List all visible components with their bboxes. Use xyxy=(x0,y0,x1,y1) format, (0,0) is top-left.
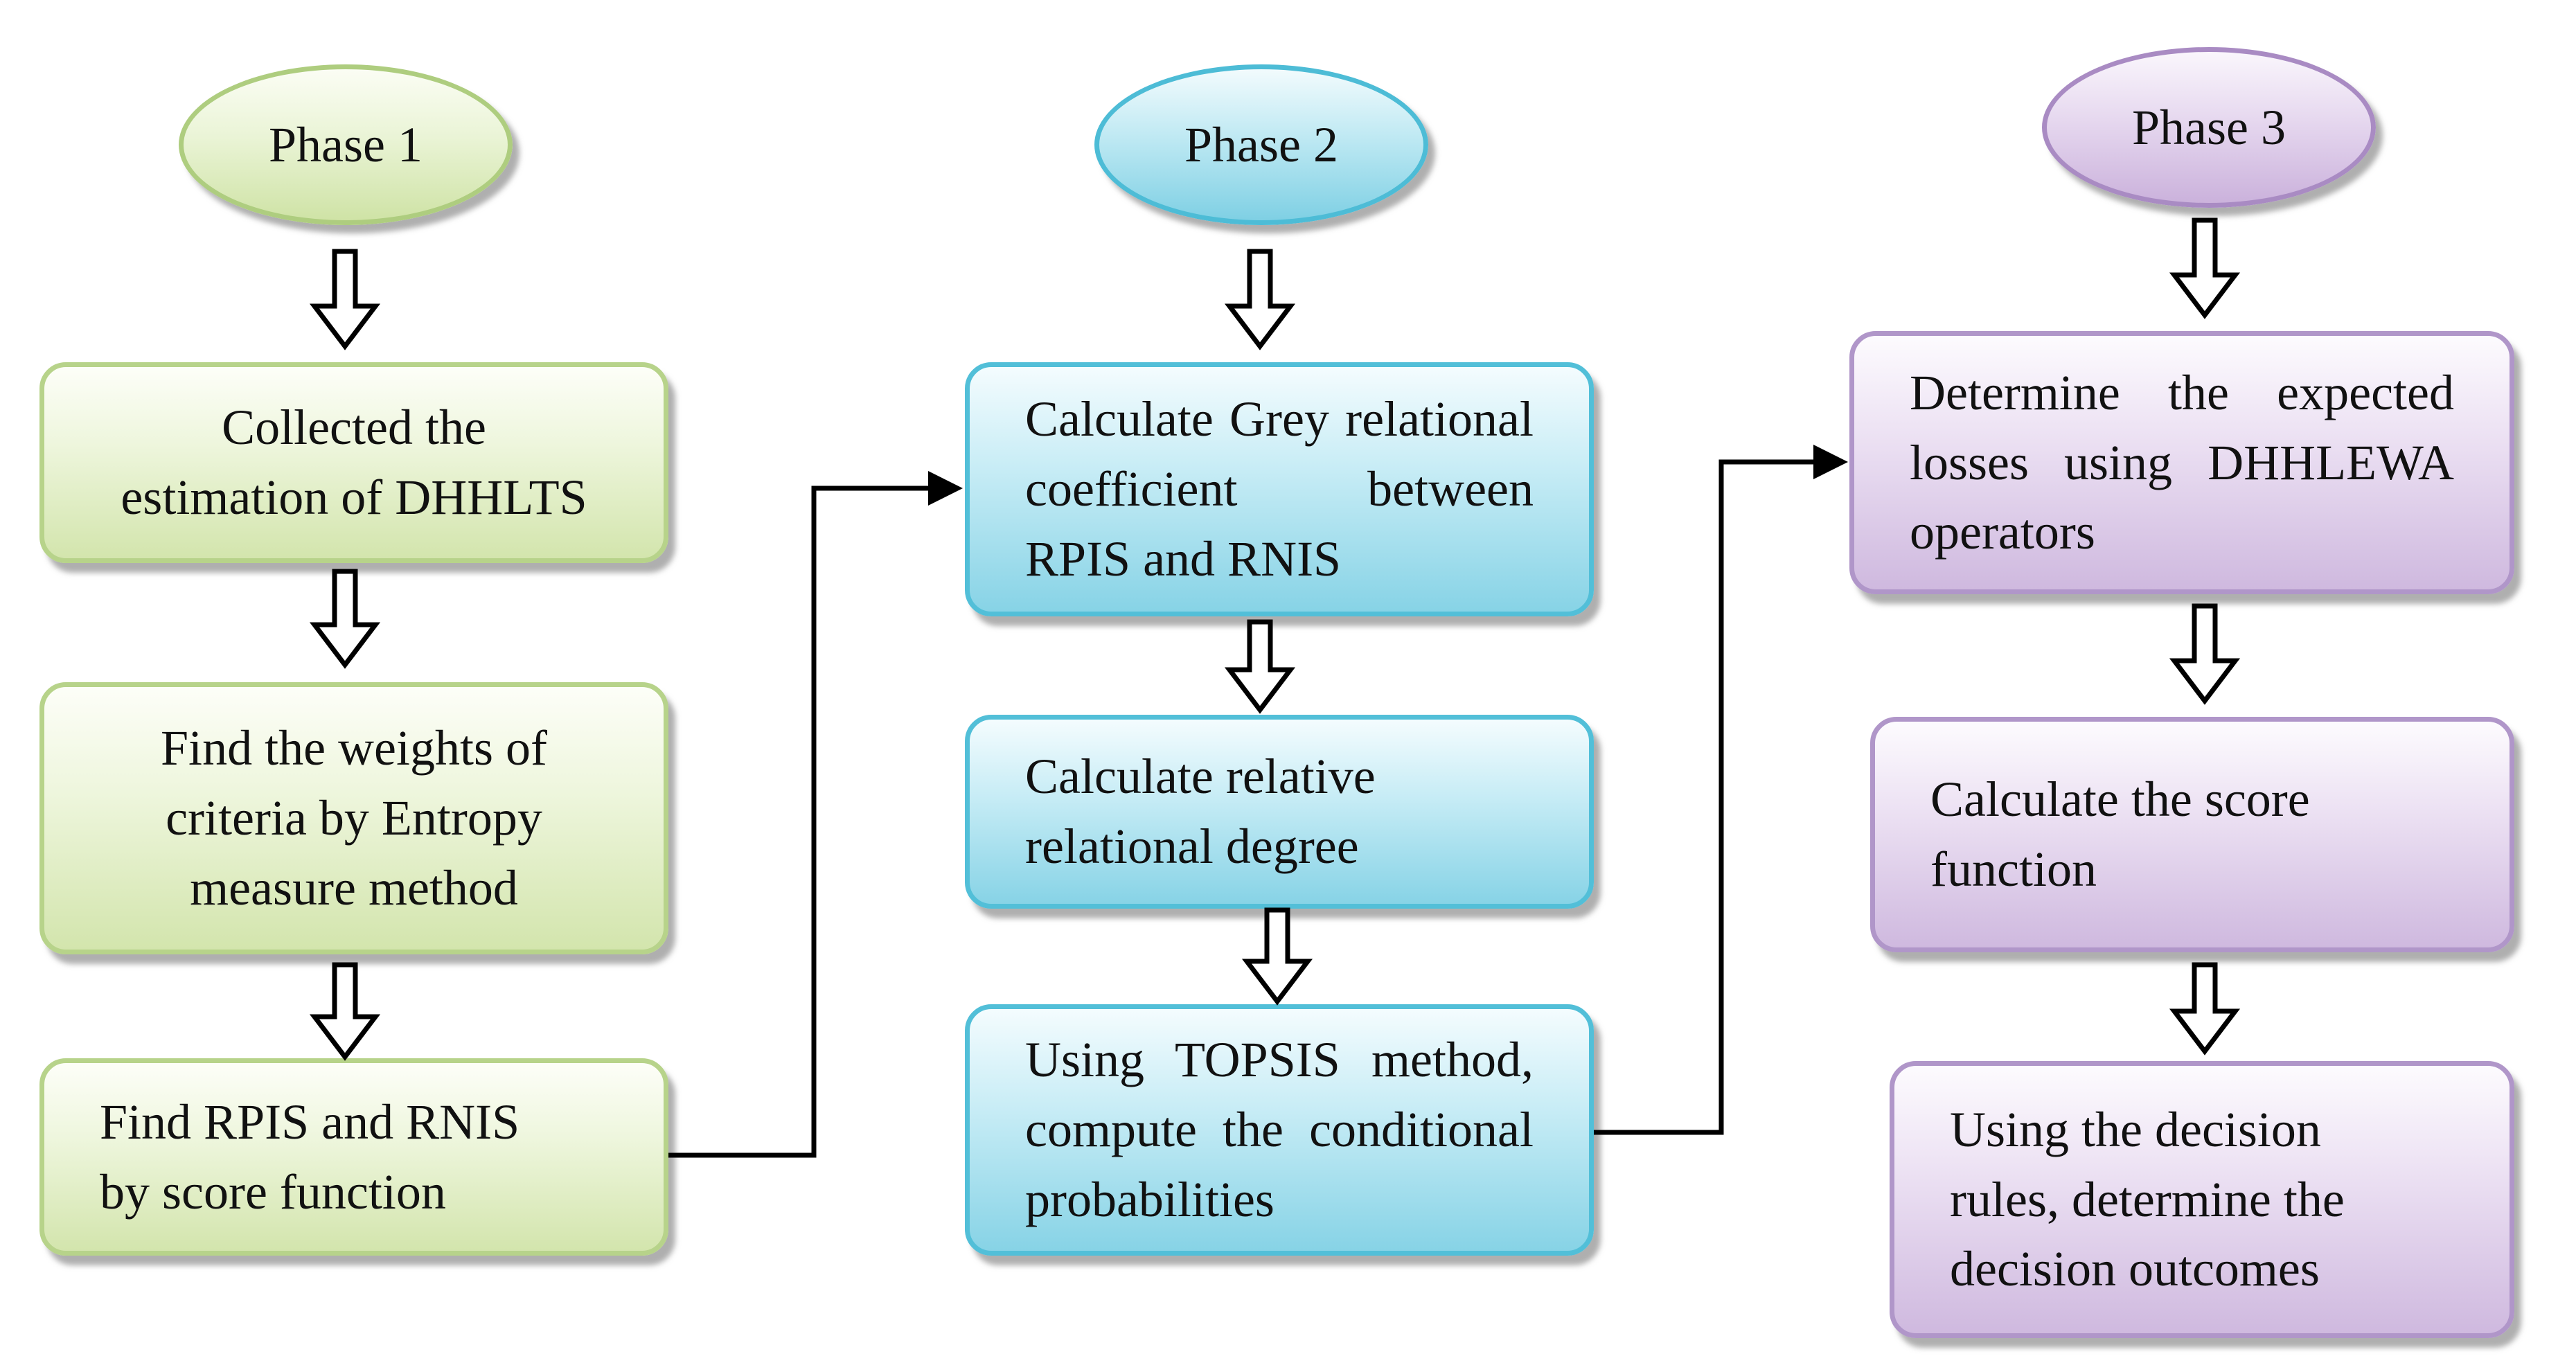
phase-3-ellipse: Phase 3 xyxy=(2042,47,2376,208)
phase-1-step-2-box: Find the weights of criteria by Entropy … xyxy=(39,682,668,954)
phase-1-ellipse: Phase 1 xyxy=(179,64,513,225)
phase-1-step-3-box: Find RPIS and RNIS by score function xyxy=(39,1058,668,1256)
phase-2-step-1-text: Calculate Grey relational coefficient be… xyxy=(1025,391,1534,587)
phase-1-step-1-box: Collected the estimation of DHHLTS xyxy=(39,362,668,563)
phase-2-step-1-box: Calculate Grey relational coefficient be… xyxy=(965,362,1594,616)
down-arrow-icon xyxy=(2169,217,2241,319)
connector-phase1-to-phase2 xyxy=(668,485,932,1158)
phase-3-step-3-text: Using the decision rules, determine the … xyxy=(1950,1101,2345,1297)
down-arrow-icon xyxy=(2169,603,2241,705)
phase-1-step-2-text: Find the weights of criteria by Entropy … xyxy=(161,720,547,916)
down-arrow-icon xyxy=(309,569,381,669)
down-arrow-icon xyxy=(2169,962,2241,1055)
down-arrow-icon xyxy=(309,249,381,350)
phase-3-label: Phase 3 xyxy=(2132,99,2286,155)
connector-phase2-to-phase3 xyxy=(1594,459,1818,1135)
phase-2-ellipse: Phase 2 xyxy=(1094,64,1428,225)
phase-1-label: Phase 1 xyxy=(269,116,423,172)
phase-1-step-3-text: Find RPIS and RNIS by score function xyxy=(100,1094,520,1220)
phase-3-step-2-box: Calculate the score function xyxy=(1870,717,2514,952)
arrowhead-icon xyxy=(1813,445,1848,479)
phase-2-step-3-text: Using TOPSIS method, compute the conditi… xyxy=(1025,1032,1534,1227)
phase-3-step-1-box: Determine the expected losses using DHHL… xyxy=(1849,331,2514,594)
phase-3-step-1-text: Determine the expected losses using DHHL… xyxy=(1910,364,2454,560)
phase-2-step-3-box: Using TOPSIS method, compute the conditi… xyxy=(965,1004,1594,1256)
down-arrow-icon xyxy=(309,962,381,1061)
down-arrow-icon xyxy=(1224,249,1296,350)
phase-3-step-2-text: Calculate the score function xyxy=(1930,772,2310,897)
phase-2-label: Phase 2 xyxy=(1184,116,1338,172)
down-arrow-icon xyxy=(1224,619,1296,714)
phase-3-step-3-box: Using the decision rules, determine the … xyxy=(1890,1061,2514,1338)
phase-1-step-1-text: Collected the estimation of DHHLTS xyxy=(121,400,587,525)
phase-2-step-2-box: Calculate relative relational degree xyxy=(965,715,1594,909)
phase-2-step-2-text: Calculate relative relational degree xyxy=(1025,749,1376,874)
arrowhead-icon xyxy=(928,471,963,506)
down-arrow-icon xyxy=(1241,907,1313,1006)
